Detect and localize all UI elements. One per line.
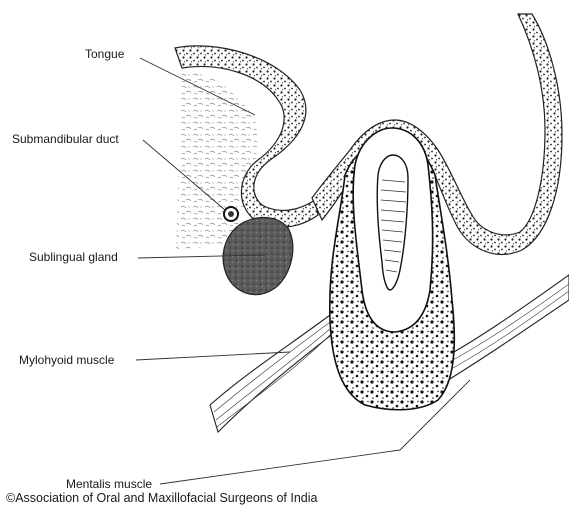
- label-mylohyoid-muscle: Mylohyoid muscle: [19, 353, 114, 367]
- copyright-notice: ©Association of Oral and Maxillofacial S…: [6, 491, 317, 505]
- label-mentalis-muscle: Mentalis muscle: [66, 477, 152, 491]
- label-sublingual-gland: Sublingual gland: [29, 250, 118, 264]
- label-tongue: Tongue: [85, 47, 124, 61]
- label-submandibular-duct: Submandibular duct: [12, 132, 119, 146]
